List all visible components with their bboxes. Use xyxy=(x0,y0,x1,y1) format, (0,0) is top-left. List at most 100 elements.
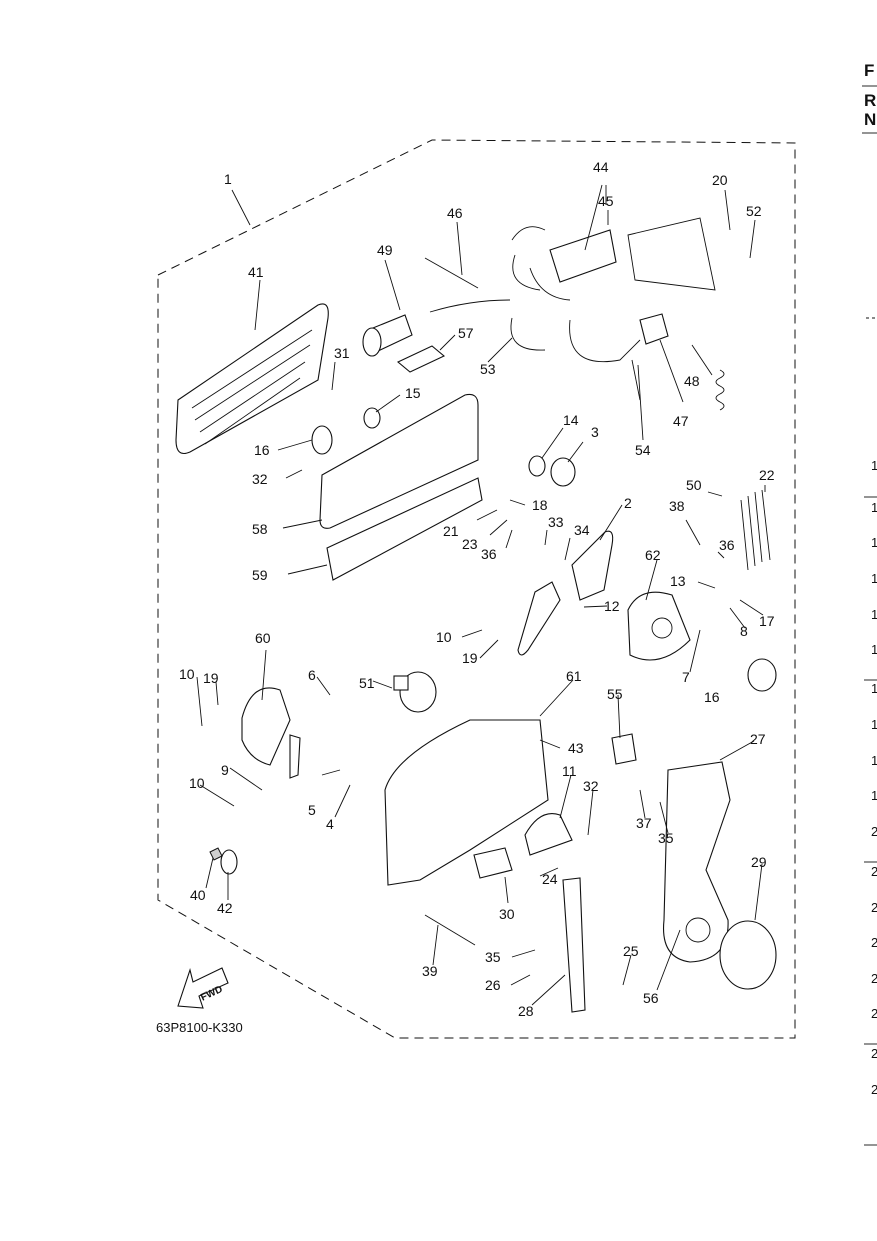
bushing-assembly xyxy=(362,257,511,357)
lever-arm xyxy=(562,877,586,1013)
callout-number: 18 xyxy=(532,497,548,513)
edge-row-digit: 2 xyxy=(871,864,877,879)
callout-number: 26 xyxy=(485,977,501,993)
callout-number: 1 xyxy=(224,171,232,187)
edge-row-digit: 1 xyxy=(871,642,877,657)
long-bolt xyxy=(424,914,476,946)
callout-number: 19 xyxy=(462,650,478,666)
callout-number: 16 xyxy=(704,689,720,705)
callout-number: 59 xyxy=(252,567,268,583)
warning-buzzer xyxy=(393,671,437,713)
edge-header-letter: R xyxy=(864,91,876,110)
callout-number: 20 xyxy=(712,172,728,188)
callout-number: 13 xyxy=(670,573,686,589)
callout-number: 42 xyxy=(217,900,233,916)
edge-row-digit: 2 xyxy=(871,900,877,915)
callout-number: 12 xyxy=(604,598,620,614)
callout-number: 40 xyxy=(190,887,206,903)
edge-row-digit: 1 xyxy=(871,535,877,550)
lanyard-assembly xyxy=(631,359,725,411)
callout-number: 16 xyxy=(254,442,270,458)
callout-number: 52 xyxy=(746,203,762,219)
callout-number: 57 xyxy=(458,325,474,341)
base-plates xyxy=(319,393,483,581)
callout-number: 34 xyxy=(574,522,590,538)
callout-number: 39 xyxy=(422,963,438,979)
page-edge-table: F R N 1 1 1 1 1 1 1 1 1 1 2 2 2 2 2 2 2 … xyxy=(862,61,877,1146)
callout-number: 36 xyxy=(481,546,497,562)
callout-number: 31 xyxy=(334,345,350,361)
callout-number: 11 xyxy=(562,763,577,779)
callout-labels: 1 41 46 49 44 45 20 52 57 31 53 15 16 32… xyxy=(179,159,775,1019)
control-handle xyxy=(662,761,777,990)
wire-clip xyxy=(510,317,546,351)
callout-number: 8 xyxy=(740,623,748,639)
callout-number: 47 xyxy=(673,413,689,429)
grille-cover xyxy=(175,303,329,455)
callout-number: 15 xyxy=(405,385,421,401)
edge-row-digit: 2 xyxy=(871,1006,877,1021)
edge-row-digit: 1 xyxy=(871,607,877,622)
callout-number: 10 xyxy=(436,629,452,645)
nut-washer xyxy=(209,847,238,875)
neutral-bracket xyxy=(289,734,301,779)
friction-drum xyxy=(627,591,691,661)
edge-row-digit: 1 xyxy=(871,717,877,732)
edge-row-digit: 2 xyxy=(871,971,877,986)
control-housing xyxy=(384,719,549,886)
fwd-arrow: FWD xyxy=(177,967,229,1009)
callout-number: 45 xyxy=(598,193,614,209)
edge-row-digit: 2 xyxy=(871,1082,877,1097)
callout-number: 38 xyxy=(669,498,685,514)
callout-number: 14 xyxy=(563,412,579,428)
callout-number: 10 xyxy=(189,775,205,791)
edge-row-digit: 1 xyxy=(871,500,877,515)
edge-header-letter: F xyxy=(864,61,874,80)
callout-number: 3 xyxy=(591,424,599,440)
callout-number: 27 xyxy=(750,731,766,747)
edge-row-digit: 1 xyxy=(871,788,877,803)
edge-row-digit: 1 xyxy=(871,571,877,586)
callout-number: 21 xyxy=(443,523,459,539)
callout-number: 36 xyxy=(719,537,735,553)
callout-number: 48 xyxy=(684,373,700,389)
detent-spring xyxy=(740,489,771,571)
callout-number: 53 xyxy=(480,361,496,377)
edge-header-letter: N xyxy=(864,110,876,129)
callout-number: 46 xyxy=(447,205,463,221)
callout-number: 43 xyxy=(568,740,584,756)
callout-number: 55 xyxy=(607,686,623,702)
edge-row-digit: 1 xyxy=(871,753,877,768)
callout-number: 28 xyxy=(518,1003,534,1019)
callout-number: 37 xyxy=(636,815,652,831)
callout-number: 54 xyxy=(635,442,651,458)
seal-rings xyxy=(311,407,777,692)
callout-number: 60 xyxy=(255,630,271,646)
callout-number: 35 xyxy=(658,830,674,846)
callout-number: 2 xyxy=(624,495,632,511)
callout-number: 49 xyxy=(377,242,393,258)
drawing-id: 63P8100-K330 xyxy=(156,1020,243,1035)
lever-plate xyxy=(571,530,614,601)
edge-row-digit: 2 xyxy=(871,1046,877,1061)
callout-number: 50 xyxy=(686,477,702,493)
leader-lines xyxy=(196,184,766,1006)
callout-number: 24 xyxy=(542,871,558,887)
callout-number: 44 xyxy=(593,159,609,175)
callout-number: 19 xyxy=(203,670,219,686)
callout-number: 33 xyxy=(548,514,564,530)
callout-number: 41 xyxy=(248,264,264,280)
callout-number: 56 xyxy=(643,990,659,1006)
edge-row-digit: 2 xyxy=(871,824,877,839)
callout-number: 7 xyxy=(682,669,690,685)
callout-number: 58 xyxy=(252,521,268,537)
callout-number: 6 xyxy=(308,667,316,683)
callout-number: 5 xyxy=(308,802,316,818)
arm-link xyxy=(517,581,561,656)
callout-number: 22 xyxy=(759,467,775,483)
callout-number: 23 xyxy=(462,536,478,552)
callout-number: 17 xyxy=(759,613,775,629)
callout-number: 32 xyxy=(583,778,599,794)
edge-row-digit: 1 xyxy=(871,681,877,696)
